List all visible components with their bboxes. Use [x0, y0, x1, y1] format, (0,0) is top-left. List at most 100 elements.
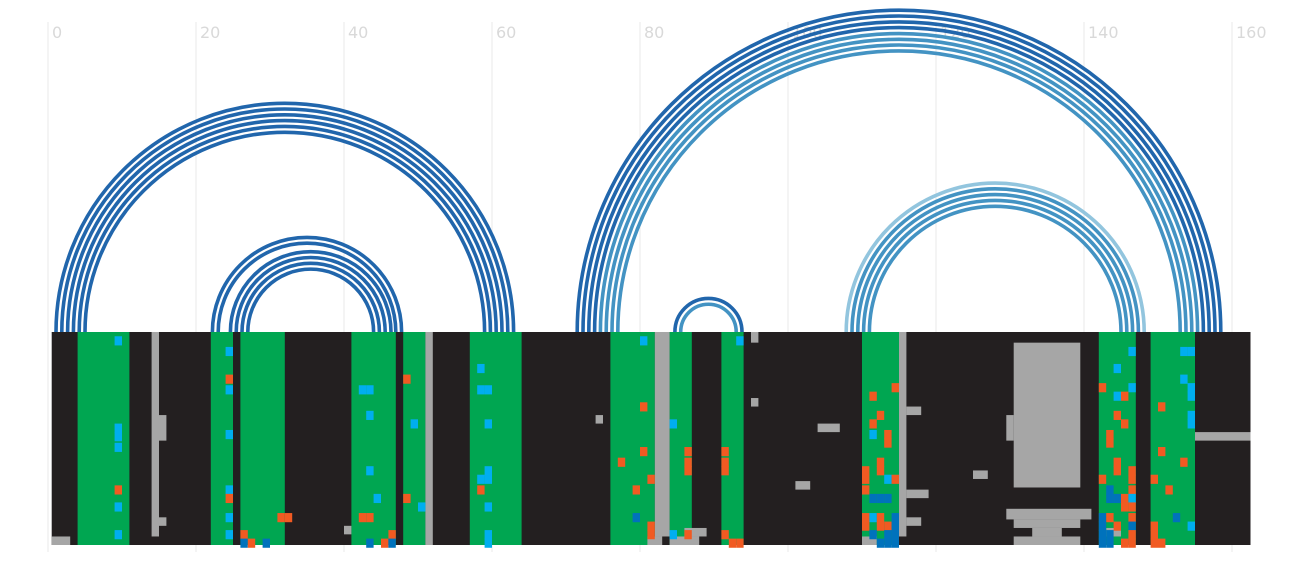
heatmap-mark	[277, 513, 285, 523]
gray-block	[344, 525, 352, 535]
arc	[850, 187, 1141, 333]
heatmap-mark	[1187, 521, 1195, 531]
heatmap-mark	[114, 530, 122, 540]
heatmap-mark	[1113, 363, 1121, 374]
heatmap-mark	[862, 474, 870, 484]
heatmap-mark	[358, 385, 367, 395]
heatmap-mark	[484, 530, 492, 540]
heatmap-mark	[1187, 383, 1195, 393]
heatmap-mark	[1150, 538, 1158, 548]
heatmap-mark	[1106, 429, 1114, 440]
heatmap-mark	[403, 374, 411, 384]
heatmap-mark	[1128, 466, 1136, 476]
gray-block	[862, 536, 877, 545]
arc	[604, 37, 1194, 333]
heatmap-mark	[225, 513, 233, 523]
heatmap-mark	[1128, 474, 1136, 484]
heatmap-mark	[1121, 391, 1129, 401]
heatmap-mark	[358, 513, 367, 523]
heatmap-mark	[1128, 493, 1136, 504]
heatmap-mark	[1187, 346, 1195, 357]
gray-block	[1195, 432, 1251, 441]
heatmap-mark	[884, 530, 892, 540]
heatmap-mark	[114, 432, 122, 442]
arc	[210, 235, 404, 333]
heatmap-mark	[1106, 493, 1114, 504]
gray-block	[1006, 415, 1014, 441]
heatmap-mark	[225, 493, 233, 504]
heatmap-mark	[1128, 346, 1136, 357]
heatmap-mark	[869, 493, 877, 504]
heatmap-mark	[114, 502, 122, 512]
heatmap-mark	[1106, 530, 1114, 540]
heatmap-mark	[1180, 374, 1188, 384]
heatmap-mark	[1106, 485, 1114, 495]
heatmap-mark	[869, 391, 877, 401]
arc	[77, 124, 493, 333]
heatmap-mark	[669, 419, 677, 429]
heatmap-mark	[884, 521, 892, 531]
gray-block	[1006, 508, 1092, 520]
heatmap-mark	[366, 466, 374, 476]
heatmap-mark	[1113, 466, 1121, 476]
arc	[678, 302, 738, 333]
heatmap-mark	[721, 466, 729, 476]
arc	[54, 101, 516, 333]
heatmap-mark	[876, 538, 885, 548]
heatmap-mark	[1128, 530, 1136, 540]
heatmap-mark	[876, 410, 885, 420]
heatmap-mark	[225, 385, 233, 395]
heatmap-mark	[1187, 410, 1195, 420]
heatmap-mark	[262, 538, 270, 548]
arc	[71, 118, 498, 333]
heatmap-mark	[647, 530, 655, 540]
gray-block	[1013, 519, 1081, 528]
heatmap-mark	[484, 385, 492, 395]
gray-block	[751, 398, 759, 407]
heatmap-mark	[884, 438, 892, 448]
heatmap-mark	[1150, 530, 1158, 540]
heatmap-mark	[891, 521, 899, 531]
arc	[587, 20, 1211, 333]
heatmap-mark	[1113, 493, 1121, 504]
heatmap-mark	[862, 485, 870, 495]
heatmap-mark	[284, 513, 293, 523]
heatmap-mark	[1098, 383, 1107, 393]
heatmap-mark	[1098, 521, 1107, 531]
heatmap-mark	[721, 457, 729, 467]
heatmap-mark	[1180, 457, 1188, 467]
heatmap-mark	[114, 485, 122, 495]
gray-block	[817, 423, 840, 433]
heatmap-mark	[1158, 402, 1166, 412]
heatmap-mark	[1121, 538, 1129, 548]
heatmap-mark	[1187, 419, 1195, 429]
heatmap-mark	[1106, 438, 1114, 448]
heatmap-mark	[876, 466, 885, 476]
gray-block	[159, 517, 167, 526]
heatmap-mark	[114, 442, 122, 452]
x-tick-label: 20	[200, 23, 220, 42]
heatmap-mark	[884, 493, 892, 504]
heatmap-mark	[1128, 502, 1136, 512]
heatmap-mark	[484, 474, 492, 484]
gray-block	[654, 332, 670, 537]
x-tick-label: 80	[644, 23, 664, 42]
gray-block	[795, 481, 811, 490]
heatmap-mark	[225, 374, 233, 384]
heatmap-mark	[1121, 502, 1129, 512]
green-column	[403, 332, 426, 545]
heatmap-mark	[884, 429, 892, 440]
heatmap-mark	[1121, 419, 1129, 429]
heatmap-mark	[484, 502, 492, 512]
heatmap-mark	[366, 385, 374, 395]
heatmap-mark	[1128, 485, 1136, 495]
green-column	[1150, 332, 1195, 545]
x-tick-label: 0	[52, 23, 62, 42]
green-column	[240, 332, 285, 545]
arc	[610, 43, 1188, 333]
gray-block	[1032, 527, 1062, 537]
green-column	[862, 332, 899, 545]
heatmap-mark	[366, 513, 374, 523]
heatmap-mark	[381, 538, 389, 548]
heatmap-mark	[247, 538, 256, 548]
